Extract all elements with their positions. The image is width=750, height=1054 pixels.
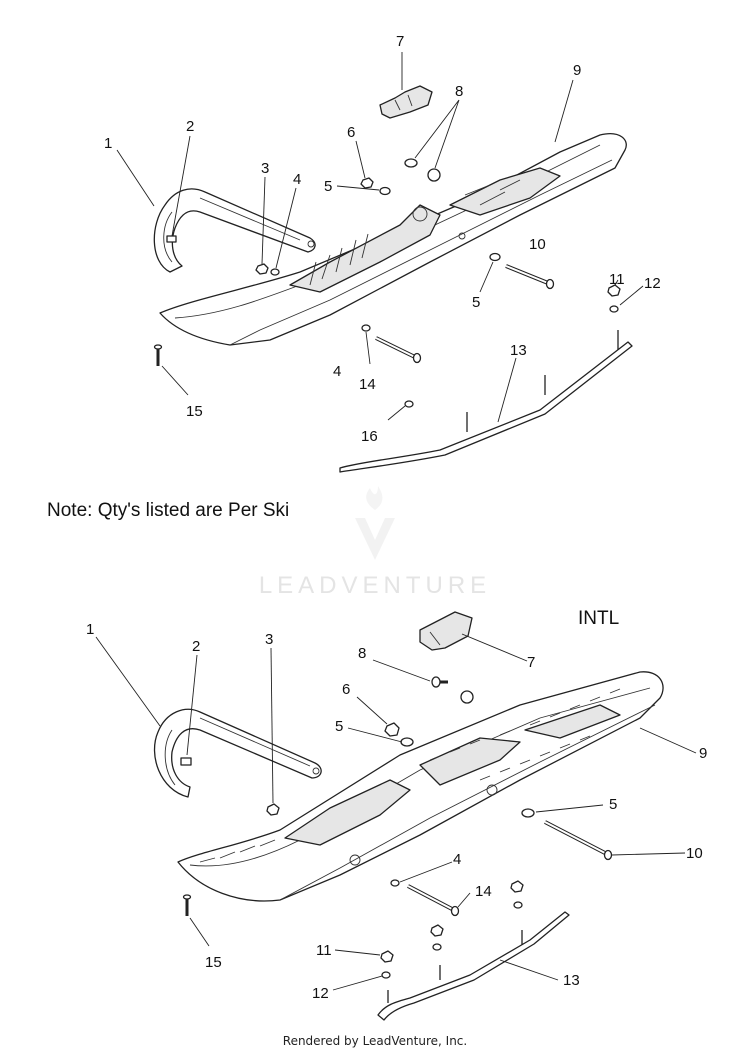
pin-15-lower	[182, 894, 192, 916]
callout-1: 1	[104, 135, 112, 152]
quantity-note: Note: Qty's listed are Per Ski	[47, 500, 290, 521]
nut-3-lower	[266, 803, 280, 816]
ski-handle-upper	[153, 188, 316, 273]
bushing-8-lower	[460, 690, 474, 704]
callout-11: 11	[316, 942, 332, 959]
callout-8: 8	[358, 645, 366, 662]
skag-13-upper	[339, 330, 633, 473]
washer-4-lower	[390, 879, 400, 887]
washer-12-lower-b	[432, 943, 442, 951]
callout-10: 10	[686, 845, 703, 862]
washer-12-lower-c	[513, 901, 523, 909]
handle-plug-upper	[166, 235, 177, 243]
lower-leaders	[95, 633, 697, 991]
callout-3: 3	[265, 631, 273, 648]
bumper-7-upper	[379, 85, 433, 119]
callout-1: 1	[86, 621, 94, 638]
callout-8: 8	[455, 83, 463, 100]
callout-7: 7	[396, 33, 404, 50]
callout-10: 10	[529, 236, 546, 253]
callout-15: 15	[205, 954, 222, 971]
callout-4: 4	[333, 363, 341, 380]
leadventure-logo-mark	[355, 486, 395, 560]
callout-14: 14	[359, 376, 376, 393]
upper-leaders	[116, 52, 644, 423]
intl-label: INTL	[578, 608, 620, 629]
callout-12: 12	[644, 275, 661, 292]
bushing-8-upper-b	[427, 168, 441, 182]
callout-6: 6	[347, 124, 355, 141]
ski-body-upper	[159, 133, 627, 346]
callout-6: 6	[342, 681, 350, 698]
plug-16-upper	[404, 400, 414, 408]
skag-13-lower	[377, 911, 570, 1021]
pin-15-upper	[153, 344, 163, 366]
bolt-10-upper	[505, 264, 555, 290]
bolt-14-upper	[375, 336, 422, 364]
lower-diagram: 1 2 3 4 5 5 6 7 8 9 10 11 12 13 14 15	[86, 611, 707, 1021]
ski-handle-lower	[153, 708, 322, 798]
washer-5-upper-b	[489, 252, 501, 262]
callout-5: 5	[324, 178, 332, 195]
bushing-8-upper-a	[404, 158, 418, 168]
callout-4: 4	[453, 851, 461, 868]
lower-callouts: 1 2 3 4 5 5 6 7 8 9 10 11 12 13 14 15	[86, 621, 707, 1002]
washer-5-lower-b	[521, 808, 535, 818]
bolt-14-lower	[407, 884, 460, 917]
washer-12-lower	[381, 971, 391, 979]
nut-11-lower-c	[510, 880, 524, 893]
upper-diagram: 1 2 3 4 4 5 5 6 7 8 9 10 11 12 13 14 15 …	[104, 33, 661, 473]
callout-13: 13	[563, 972, 580, 989]
nut-11-lower-b	[430, 924, 444, 937]
callout-3: 3	[261, 160, 269, 177]
washer-5-upper-a	[379, 186, 391, 196]
callout-5: 5	[335, 718, 343, 735]
callout-13: 13	[510, 342, 527, 359]
callout-15: 15	[186, 403, 203, 420]
bumper-7-lower	[419, 611, 473, 651]
handle-plug-lower	[180, 757, 192, 766]
callout-14: 14	[475, 883, 492, 900]
washer-5-lower-a	[400, 737, 414, 747]
callout-5: 5	[609, 796, 617, 813]
ski-body-lower	[177, 671, 664, 902]
callout-7: 7	[527, 654, 535, 671]
nut-3-upper	[255, 263, 269, 275]
callout-2: 2	[186, 118, 194, 135]
callout-16: 16	[361, 428, 378, 445]
leadventure-watermark: LEADVENTURE	[258, 572, 492, 599]
nut-6-upper	[360, 177, 374, 189]
callout-4: 4	[293, 171, 301, 188]
bolt-8-lower	[431, 676, 448, 688]
callout-12: 12	[312, 985, 329, 1002]
nut-11-lower	[380, 950, 394, 963]
callout-9: 9	[699, 745, 707, 762]
nut-6-lower	[384, 722, 400, 737]
callout-5: 5	[472, 294, 480, 311]
callout-2: 2	[192, 638, 200, 655]
upper-callouts: 1 2 3 4 4 5 5 6 7 8 9 10 11 12 13 14 15 …	[104, 33, 661, 445]
washer-4-upper	[270, 268, 280, 276]
bolt-10-lower	[544, 820, 613, 861]
washer-4-upper-b	[361, 324, 371, 332]
footer-credit: Rendered by LeadVenture, Inc.	[282, 1034, 468, 1048]
washer-12-upper	[609, 305, 619, 313]
callout-9: 9	[573, 62, 581, 79]
callout-11: 11	[609, 271, 625, 288]
